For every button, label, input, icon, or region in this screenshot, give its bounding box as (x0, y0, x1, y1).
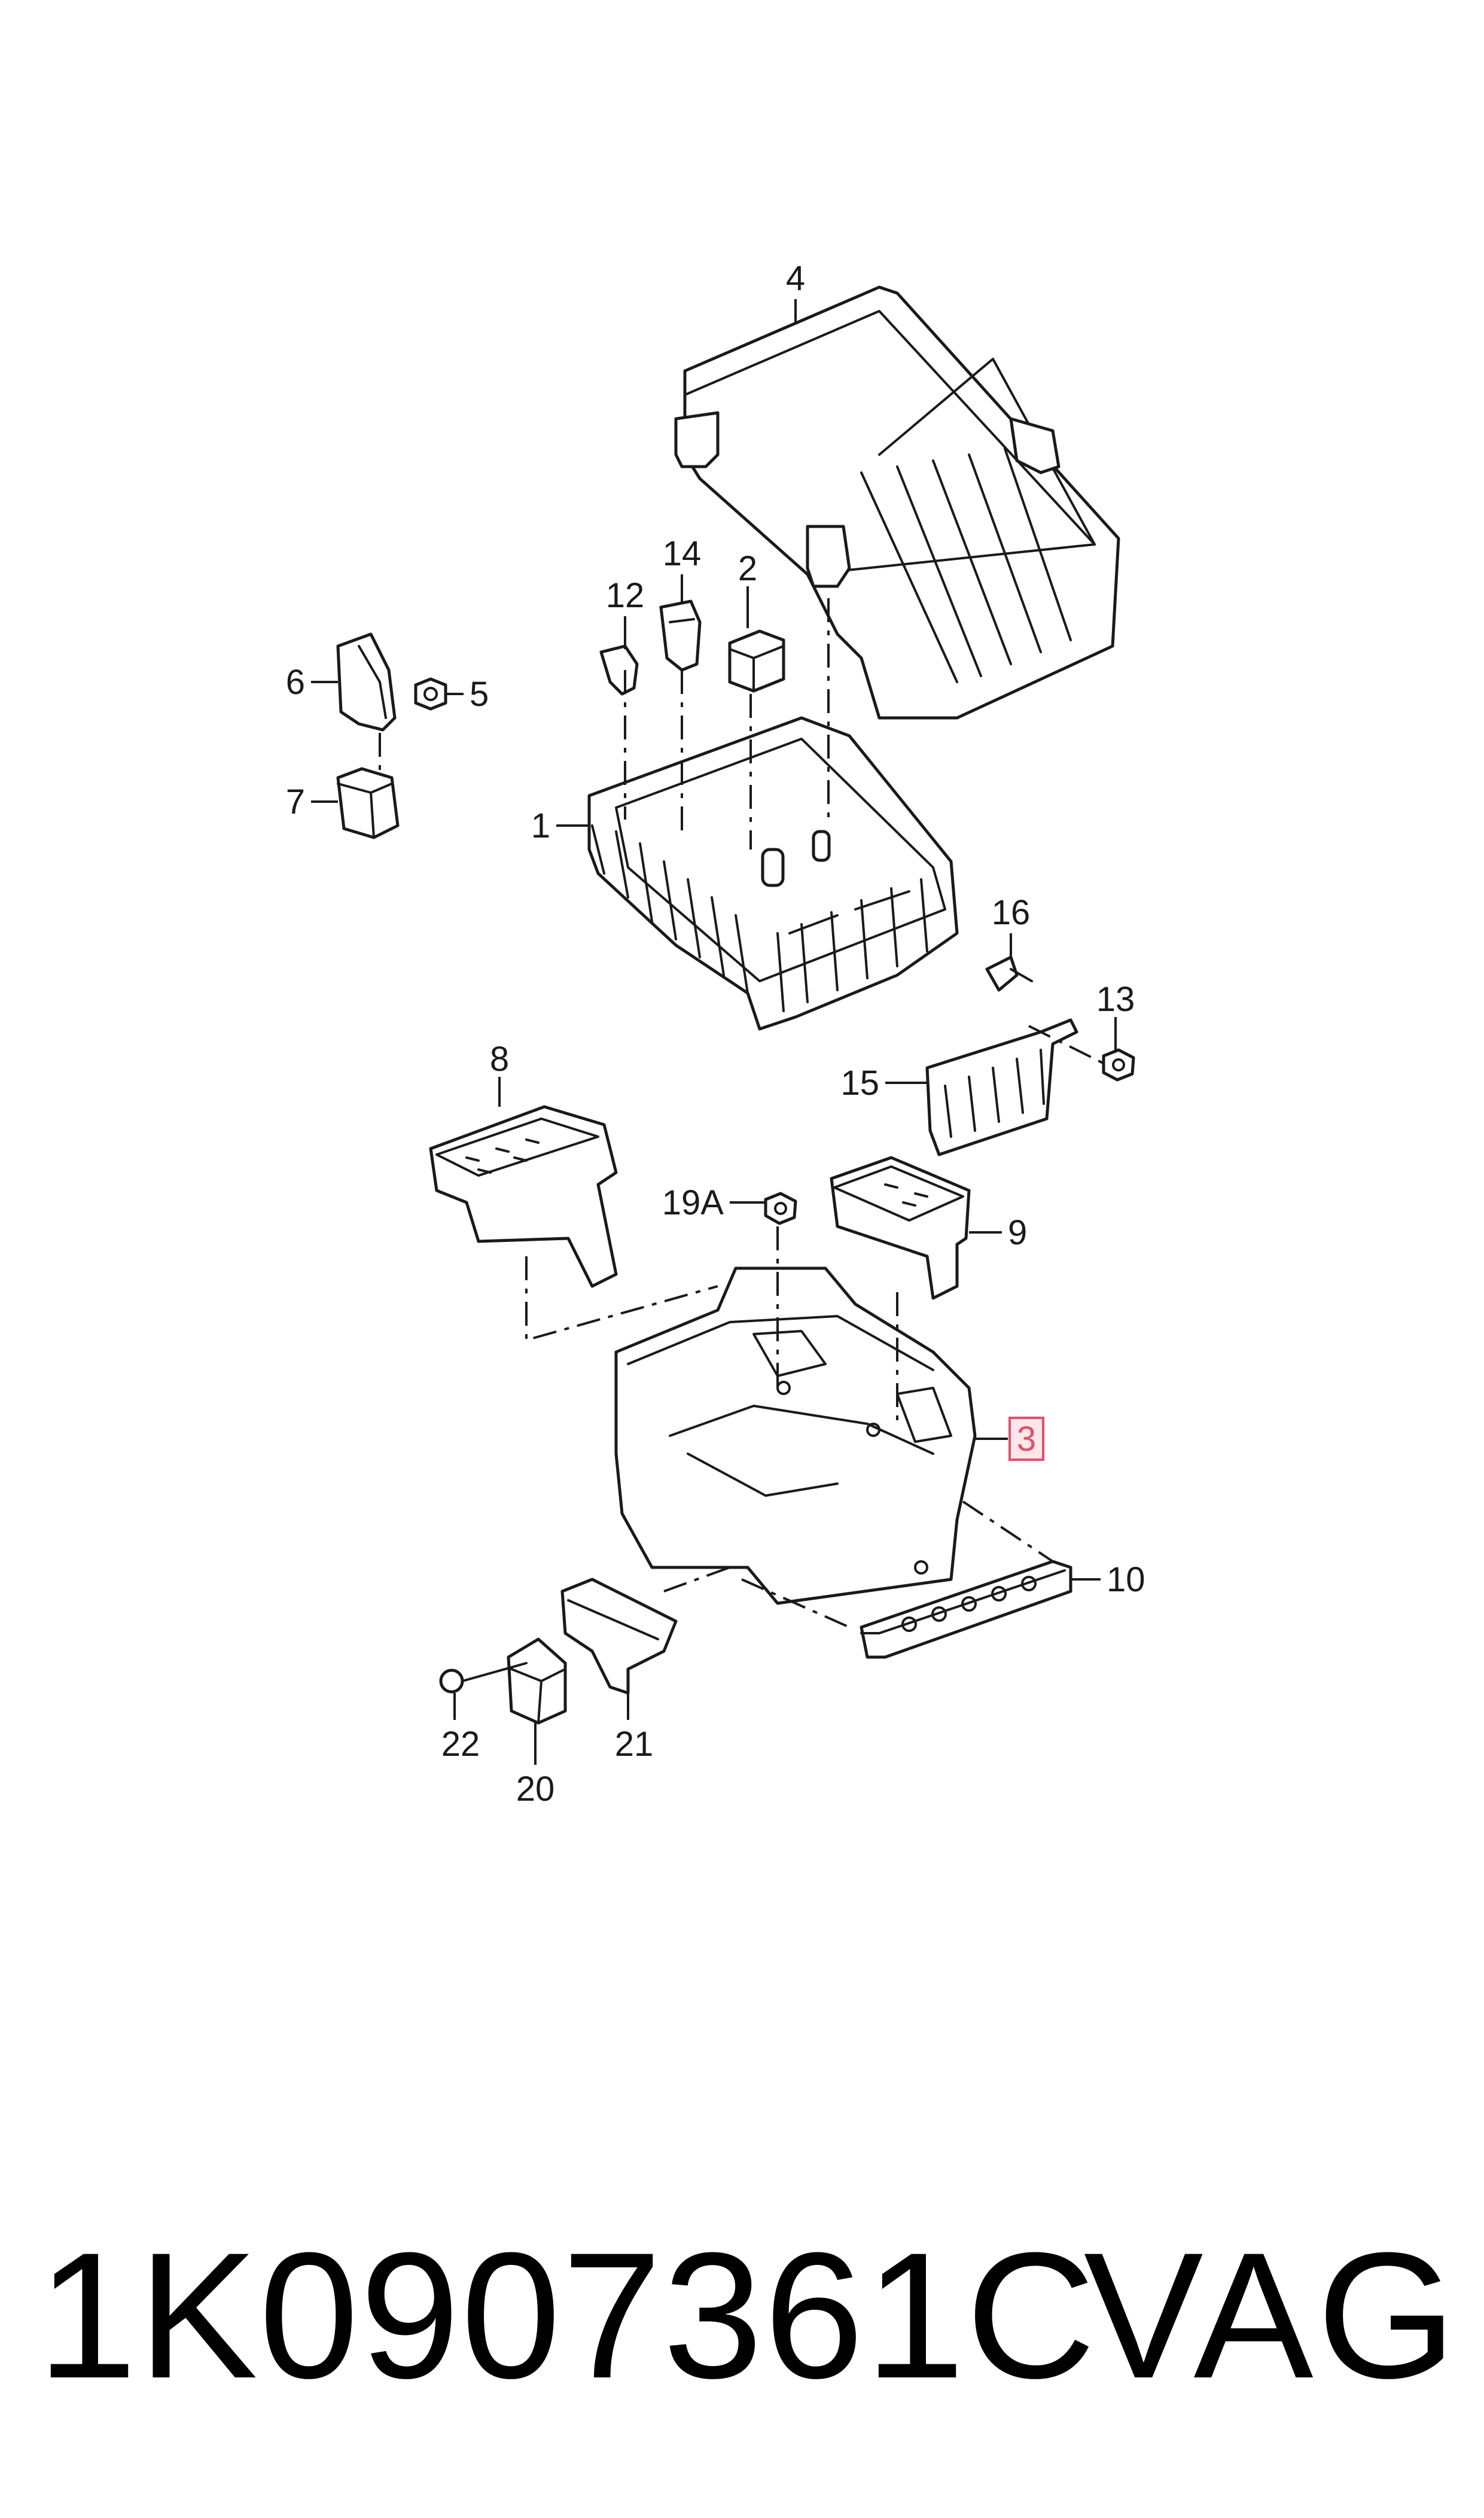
bracket-part-3 (614, 1266, 977, 1605)
holder-part-6 (336, 632, 397, 732)
callout-3: 3 (1017, 1420, 1036, 1459)
callout-10: 10 (1107, 1560, 1145, 1599)
fuse-part-12 (599, 644, 639, 696)
nut-part-5 (414, 677, 447, 711)
relay-part-2 (728, 629, 785, 693)
part-number: 1K0907361C (37, 2215, 1097, 2416)
callout-19a: 19A (662, 1183, 724, 1222)
callout-1: 1 (531, 806, 550, 845)
callout-12: 12 (606, 576, 645, 615)
cover-part-4 (674, 285, 1120, 720)
callout-21: 21 (615, 1725, 654, 1764)
screw-part-22 (439, 1662, 528, 1694)
callout-2: 2 (738, 549, 757, 588)
relay-part-20 (507, 1637, 567, 1725)
callout-labels: 4 2 14 12 1 6 5 7 16 13 15 8 19A 9 3 10 … (286, 259, 1145, 1808)
fusebox-part-1 (587, 716, 959, 1031)
callout-7: 7 (286, 783, 305, 821)
callout-20: 20 (516, 1770, 555, 1808)
callout-8: 8 (490, 1040, 509, 1079)
nut-part-13 (1102, 1048, 1135, 1082)
callout-15: 15 (840, 1064, 879, 1103)
bracket-part-21 (560, 1578, 678, 1695)
assembly-lines (379, 598, 1107, 1628)
leader-lines (311, 299, 1117, 1765)
terminal-strip-part-15 (925, 1018, 1078, 1156)
callout-5: 5 (470, 675, 489, 714)
callout-14: 14 (663, 534, 702, 573)
callout-6: 6 (286, 663, 305, 702)
footer: 1K0907361C VAG (0, 2208, 1484, 2423)
fuse-part-14 (659, 599, 702, 672)
callout-22: 22 (441, 1725, 480, 1764)
nut-part-19a (764, 1192, 797, 1225)
callout-3-highlight (1008, 1417, 1044, 1461)
bolt-part-16 (985, 955, 1033, 992)
brand-name: VAG (1083, 2215, 1460, 2416)
callout-9: 9 (1008, 1213, 1027, 1252)
callout-13: 13 (1096, 980, 1135, 1019)
callout-16: 16 (992, 893, 1031, 932)
relay-part-7 (336, 767, 400, 839)
callout-4: 4 (786, 259, 805, 298)
cover-part-8 (429, 1105, 618, 1288)
cover-part-9 (830, 1156, 971, 1300)
